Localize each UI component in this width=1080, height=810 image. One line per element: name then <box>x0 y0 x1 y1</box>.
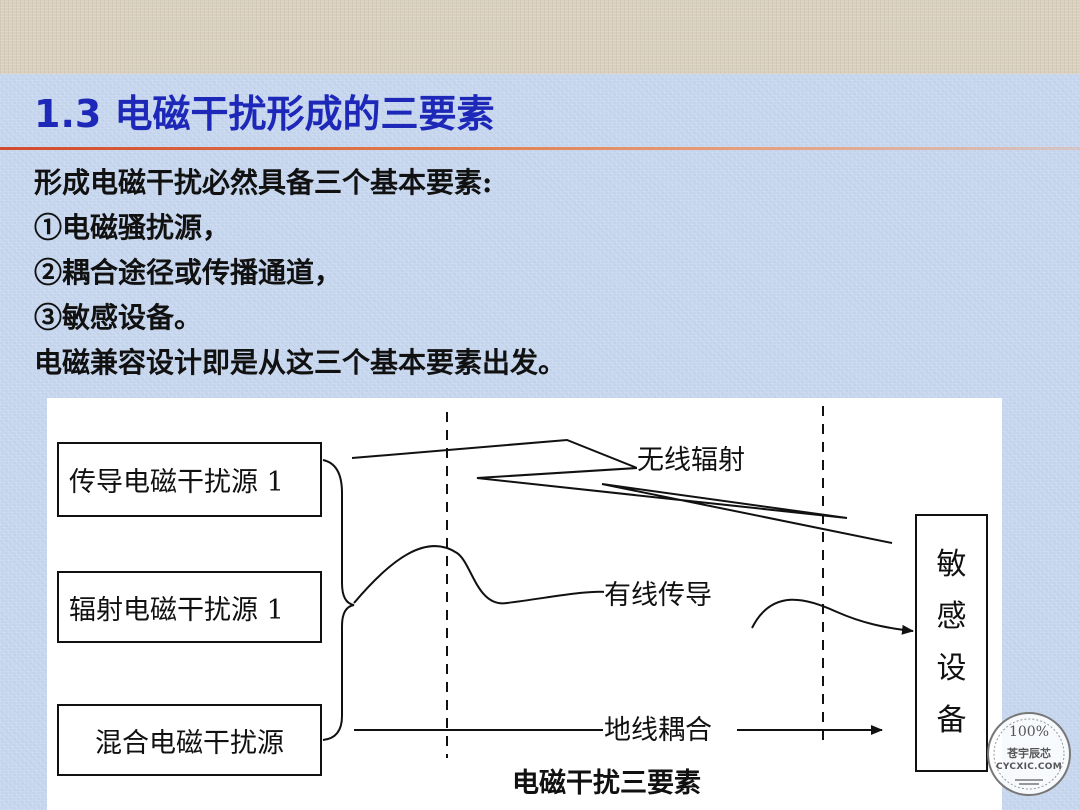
mixed-source-box: 混合电磁干扰源 <box>57 704 322 776</box>
sensitive-device-char-2: 感 <box>936 599 967 634</box>
wired-conduction-label: 有线传导 <box>604 579 712 613</box>
slide-title: 1.3 电磁干扰形成的三要素 <box>34 92 495 136</box>
conducted-source-box: 传导电磁干扰源 1 <box>57 442 322 517</box>
watermark-stamp: 100% 苍宇辰芯 CYCXIC.COM <box>985 710 1073 798</box>
wired-conduction-arrow <box>751 598 914 635</box>
body-text: 形成电磁干扰必然具备三个基本要素: ①电磁骚扰源， ②耦合途径或传播通道， ③敏… <box>34 160 1034 385</box>
diagram-lines <box>322 406 914 758</box>
body-line-conclusion: 电磁兼容设计即是从这三个基本要素出发。 <box>34 346 567 379</box>
top-decor-band <box>0 0 1080 74</box>
wireless-radiation-path <box>351 438 893 544</box>
sensitive-device-char-1: 敏 <box>936 547 967 582</box>
title-underline <box>0 147 1080 150</box>
emi-three-elements-diagram: 传导电磁干扰源 1 辐射电磁干扰源 1 混合电磁干扰源 无线辐射 有线传导 地线… <box>47 398 1002 810</box>
body-line-intro: 形成电磁干扰必然具备三个基本要素: <box>34 166 493 199</box>
watermark-percent: 100% <box>1008 724 1050 740</box>
wired-conduction-path <box>353 545 608 605</box>
ground-coupling-label: 地线耦合 <box>604 714 712 748</box>
sensitive-device-char-3: 设 <box>936 651 967 686</box>
body-line-element-2: ②耦合途径或传播通道， <box>34 256 343 289</box>
watermark-site: CYCXIC.COM <box>996 762 1062 772</box>
wireless-radiation-label: 无线辐射 <box>637 444 745 478</box>
diagram-caption: 电磁干扰三要素 <box>512 768 701 799</box>
radiated-source-box: 辐射电磁干扰源 1 <box>57 571 322 643</box>
sensitive-device-char-4: 备 <box>936 703 967 738</box>
watermark-name: 苍宇辰芯 <box>1007 747 1051 760</box>
body-line-element-1: ①电磁骚扰源， <box>34 211 231 244</box>
body-line-element-3: ③敏感设备。 <box>34 301 203 334</box>
watermark-seal-icon <box>987 712 1071 796</box>
source-brace <box>322 459 355 741</box>
sensitive-device-box: 敏 感 设 备 <box>915 514 988 772</box>
